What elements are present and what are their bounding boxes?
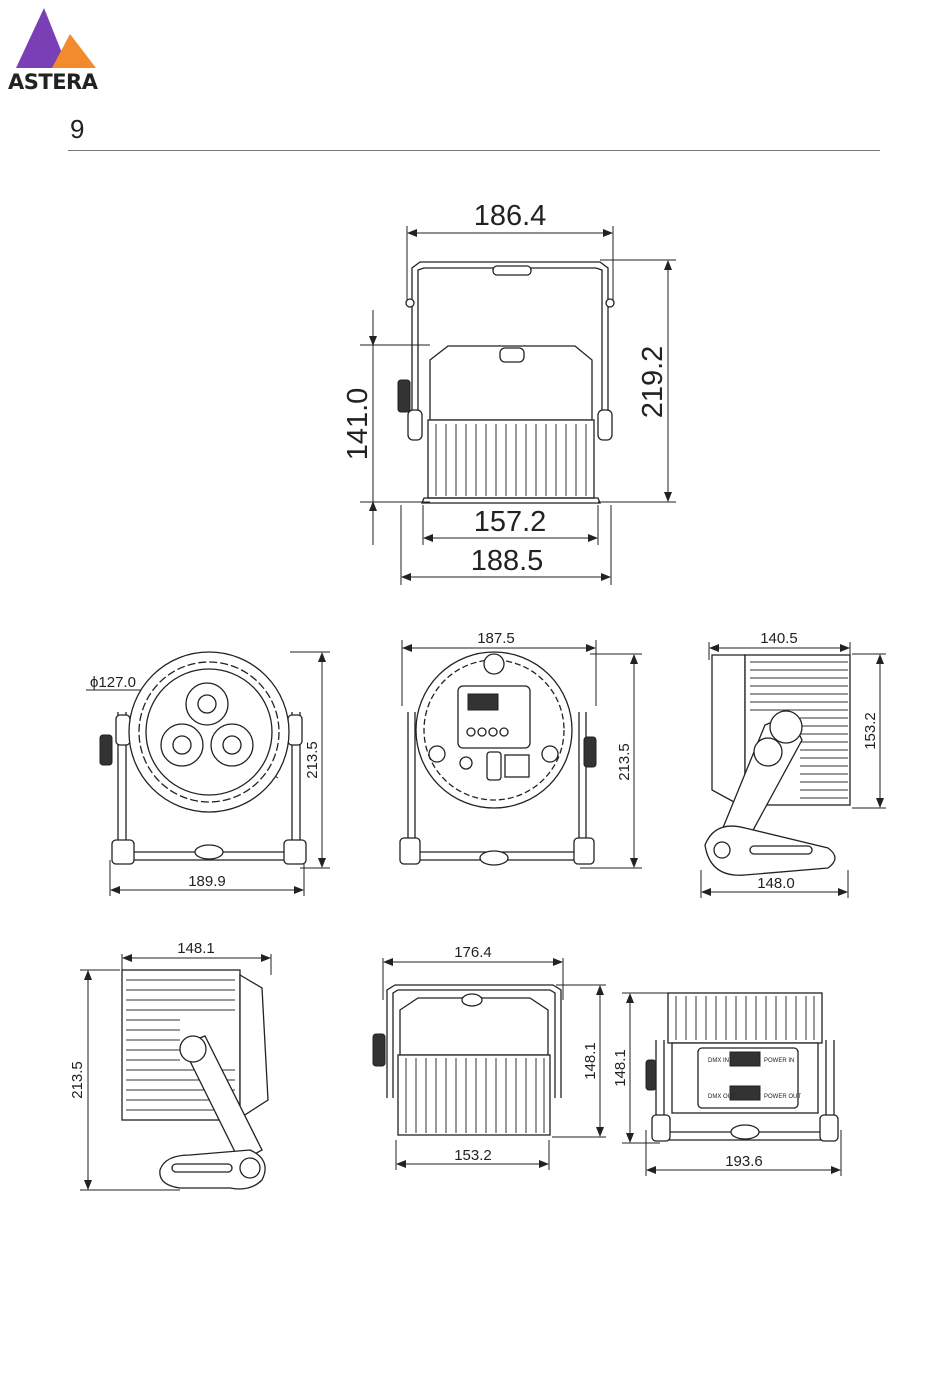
front-view: ϕ127.0 213.5 189.9 (86, 652, 330, 896)
dim-top2-height: 148.1 (582, 1042, 599, 1080)
dim-side-height: 153.2 (862, 712, 879, 750)
dim-left-height: 213.5 (69, 1061, 86, 1099)
dim-back-height: 213.5 (616, 743, 633, 781)
elevation-view-2: 176.4 148.1 153.2 (373, 944, 606, 1170)
dim-body-width: 157.2 (474, 506, 547, 538)
label-dmx-out: DMX OUT (708, 1094, 736, 1100)
dim-side-bottom: 148.0 (757, 875, 795, 892)
dim-back-width: 187.5 (477, 630, 515, 647)
dim-diameter: ϕ127.0 (90, 674, 136, 691)
dim-left-top: 148.1 (177, 940, 215, 957)
label-dmx-in: DMX IN (708, 1058, 729, 1064)
bottom-view: DMX IN POWER IN DMX OUT POWER OUT 148.1 … (612, 993, 841, 1176)
dim-side-top: 140.5 (760, 630, 798, 647)
dim-top2-width: 176.4 (454, 944, 492, 961)
label-power-out: POWER OUT (764, 1094, 801, 1100)
dim-front-height: 213.5 (304, 741, 321, 779)
side-view-left: 148.1 213.5 (69, 940, 271, 1190)
dim-height-right: 219.2 (637, 346, 669, 419)
dim-top2-bottom: 153.2 (454, 1147, 492, 1164)
dim-overall-width: 188.5 (471, 545, 544, 577)
dim-height-left: 141.0 (342, 388, 374, 461)
side-view-right: 140.5 153.2 148.0 (701, 630, 886, 898)
dim-bottom-height: 148.1 (612, 1049, 629, 1087)
dim-bottom-width: 193.6 (725, 1153, 763, 1170)
dim-width-top: 186.4 (474, 200, 547, 232)
label-power-in: POWER IN (764, 1058, 794, 1064)
dim-front-width: 189.9 (188, 873, 226, 890)
top-elevation-view: 186.4 219.2 141.0 157.2 188.5 (342, 200, 676, 585)
back-view: 187.5 213.5 (400, 630, 642, 868)
